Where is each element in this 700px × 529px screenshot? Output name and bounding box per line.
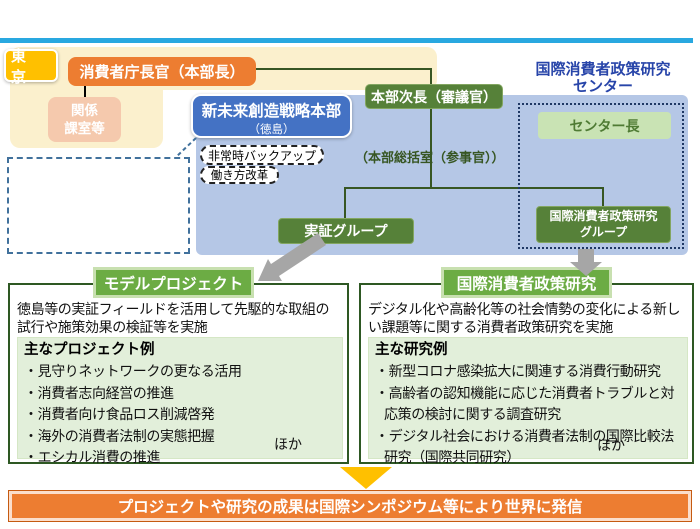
model-project-examples-panel: 主なプロジェクト例 ・見守りネットワークの更なる活用 ・消費者志向経営の推進 ・… <box>17 337 343 465</box>
list-item: ・新型コロナ感染拡大に関連する消費行動研究 <box>375 363 661 379</box>
connector-deputy-down <box>430 108 432 188</box>
list-item: ・高齢者の認知機能に応じた消費者トラブルと対応策の検討に関する調査研究 <box>375 384 675 423</box>
intl-research-more-label: ほか <box>597 437 625 453</box>
connector-demo-group-v <box>344 189 346 219</box>
model-project-box: 徳島等の実証フィールドを活用して先駆的な取組の試行や施策効果の検証等を実施 主な… <box>8 283 349 465</box>
intl-research-description: デジタル化や高齢化等の社会情勢の変化による新しい課題等に関する消費者政策研究を実… <box>368 301 681 335</box>
intl-research-examples-title: 主な研究例 <box>375 342 448 358</box>
chief-box: 消費者庁長官（本部長） <box>68 57 256 86</box>
connector-chief-to-deputy-v <box>430 69 432 85</box>
new-future-hq-title: 新未来創造戦略本部 <box>201 103 342 120</box>
intl-policy-group-line2: グループ <box>579 224 628 239</box>
center-head-box: センター長 <box>538 112 671 139</box>
related-rooms-line1: 関係 <box>71 102 98 118</box>
connector-groups-h <box>344 187 604 189</box>
intl-center-title-line2: センター <box>572 77 633 95</box>
backup-pill: 非常時バックアップ <box>200 145 324 165</box>
list-item: ・消費者向け食品ロス削減啓発 <box>24 406 215 422</box>
model-project-examples-title: 主なプロジェクト例 <box>24 342 155 358</box>
dashed-link-line <box>175 137 197 158</box>
top-rule <box>0 38 693 43</box>
list-item: ・エシカル消費の推進 <box>24 449 160 465</box>
demonstration-group-box: 実証グループ <box>278 218 414 244</box>
yellow-down-arrow-icon <box>340 467 392 489</box>
list-item: ・デジタル社会における消費者法制の国際比較法研究（国際共同研究） <box>375 427 674 466</box>
intl-center-title: 国際消費者政策研究 センター <box>518 61 688 95</box>
intl-policy-group-line1: 国際消費者政策研究 <box>549 208 658 223</box>
intl-research-box: デジタル化や高齢化等の社会情勢の変化による新しい課題等に関する消費者政策研究を実… <box>359 283 694 465</box>
related-rooms-box: 関係 課室等 <box>48 97 121 142</box>
intl-research-examples-panel: 主な研究例 ・新型コロナ感染拡大に関連する消費行動研究 ・高齢者の認知機能に応じ… <box>368 337 688 465</box>
intl-center-title-line1: 国際消費者政策研究 <box>535 61 671 78</box>
model-project-description: 徳島等の実証フィールドを活用して先駆的な取組の試行や施策効果の検証等を実施 <box>17 301 330 335</box>
connector-chief-to-related <box>84 86 86 97</box>
workstyle-pill: 働き方改革 <box>200 166 279 184</box>
intl-research-header: 国際消費者政策研究 <box>441 267 612 298</box>
new-future-hq-subtitle: （徳島） <box>248 124 295 136</box>
tokyo-badge: 東 京 <box>4 48 58 86</box>
dashed-placeholder-box <box>7 157 190 254</box>
connector-chief-to-deputy-h <box>256 68 432 70</box>
new-future-hq-box: 新未来創造戦略本部 （徳島） <box>191 94 352 138</box>
general-office-label: （本部総括室（参事官）） <box>355 150 505 165</box>
bottom-banner: プロジェクトや研究の成果は国際シンポジウム等により世界に発信 <box>8 490 692 522</box>
list-item: ・海外の消費者法制の実態把握 <box>24 427 215 444</box>
connector-intl-group-v <box>602 189 604 208</box>
model-project-header: モデルプロジェクト <box>93 267 254 298</box>
intl-policy-group-box: 国際消費者政策研究 グループ <box>536 206 671 243</box>
intl-center-dotted-frame <box>518 103 684 249</box>
related-rooms-line2: 課室等 <box>64 120 105 136</box>
list-item: ・消費者志向経営の推進 <box>24 384 174 401</box>
list-item: ・見守りネットワークの更なる活用 <box>24 363 242 379</box>
deputy-box: 本部次長（審議官） <box>365 84 503 109</box>
model-project-more-label: ほか <box>274 436 302 452</box>
